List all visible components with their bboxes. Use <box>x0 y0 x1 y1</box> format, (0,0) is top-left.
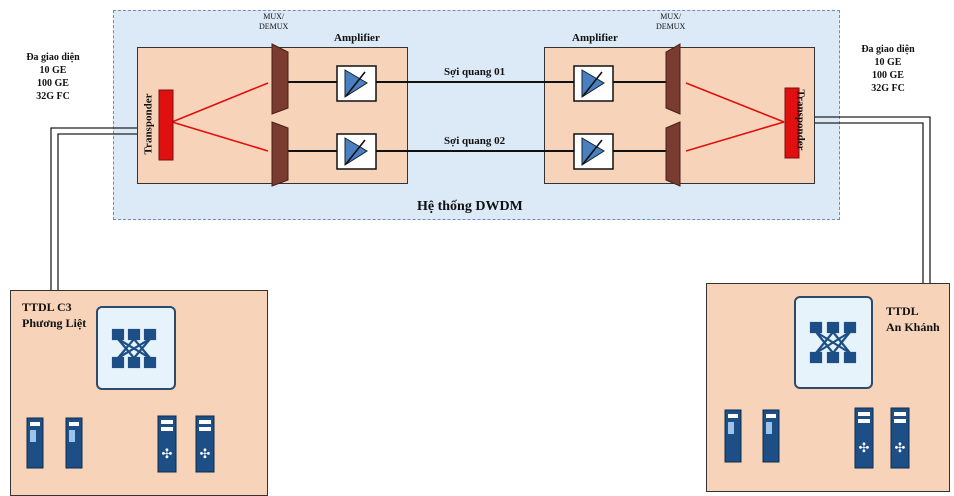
mux-demux-left-label: MUX/DEMUX <box>259 12 289 31</box>
mux-demux-right-label: MUX/DEMUX <box>656 12 686 31</box>
dwdm-system-label: Hệ thống DWDM <box>417 199 523 214</box>
transponder-left-label: Transponder <box>142 93 155 155</box>
amplifier-right-bottom <box>573 133 614 170</box>
transponder-fan-left <box>171 82 269 152</box>
fiber-2-label: Sợi quang 02 <box>444 135 506 147</box>
amplifier-left-bottom <box>336 133 377 170</box>
datacenter-right-name: TTDL An Khánh <box>886 304 940 334</box>
svg-text:✣: ✣ <box>200 447 211 462</box>
storage-icon-right-1: ✣ <box>854 407 874 469</box>
amplifier-left-top <box>336 65 377 102</box>
transponder-right-label: Transponder <box>794 89 807 151</box>
amplifier-right-top <box>573 65 614 102</box>
interfaces-left-label: Đa giao diện 10 GE 100 GE 32G FC <box>26 52 80 102</box>
transponder-fan-right <box>685 82 785 152</box>
svg-text:✣: ✣ <box>859 441 870 456</box>
amplifier-right-label: Amplifier <box>572 32 618 44</box>
network-switch-icon-right <box>809 321 857 364</box>
interfaces-right-label: Đa giao diện 10 GE 100 GE 32G FC <box>861 44 915 94</box>
transponder-left-bar <box>158 89 174 161</box>
server-icon-left-2 <box>65 417 83 469</box>
fiber-lines <box>288 81 666 152</box>
server-icon-left-1 <box>26 417 44 469</box>
storage-icon-right-2: ✣ <box>890 407 910 469</box>
svg-text:✣: ✣ <box>162 447 173 462</box>
amplifier-left-label: Amplifier <box>334 32 380 44</box>
server-icon-right-1 <box>724 409 742 463</box>
mux-demux-right <box>665 43 681 187</box>
left-link-wire <box>50 127 137 290</box>
mux-demux-left <box>271 43 289 187</box>
svg-text:✣: ✣ <box>895 441 906 456</box>
server-icon-right-2 <box>762 409 780 463</box>
storage-icon-left-2: ✣ <box>195 415 215 473</box>
datacenter-left-name: TTDL C3 Phương Liệt <box>22 300 87 330</box>
network-switch-icon-left <box>111 328 157 369</box>
right-link-wire <box>815 116 931 283</box>
fiber-1-label: Sợi quang 01 <box>444 66 506 78</box>
storage-icon-left-1: ✣ <box>157 415 177 473</box>
transponder-right-bar <box>784 87 800 159</box>
